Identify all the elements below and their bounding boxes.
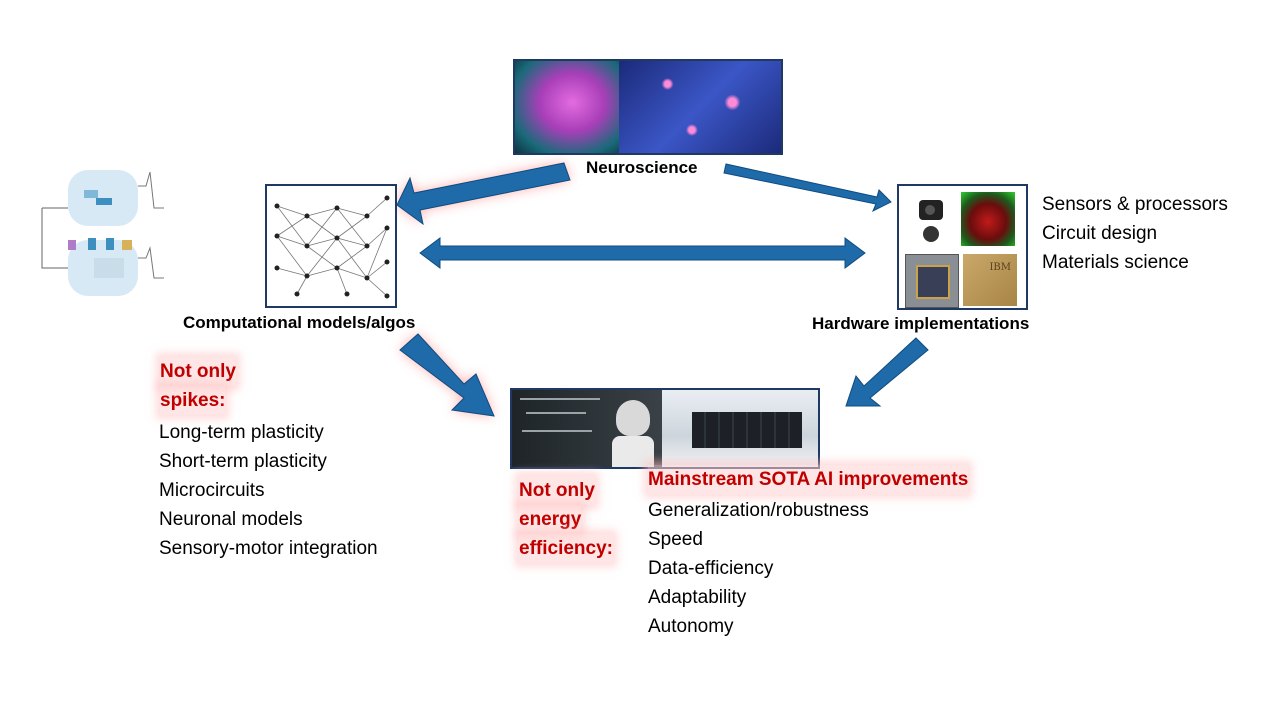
processor-chip-image	[905, 254, 959, 308]
ai-item: Speed	[648, 529, 703, 550]
algo-callout-list: Long-term plasticity Short-term plastici…	[159, 418, 378, 563]
algo-callout-heading: Not only spikes:	[160, 357, 236, 415]
ai-callout-heading: Not only energy efficiency:	[519, 476, 613, 563]
ai-item: Adaptability	[648, 587, 747, 608]
ibm-chip-image: IBM	[963, 254, 1017, 306]
network-graph	[274, 195, 390, 299]
neuroscience-image	[513, 59, 783, 155]
hardware-topics-list: Sensors & processors Circuit design Mate…	[1042, 190, 1228, 277]
hardware-topic: Circuit design	[1042, 223, 1158, 244]
arrow-neuro-to-computational	[396, 162, 571, 226]
arrow-hardware-to-ai	[845, 337, 929, 407]
neurons-image	[619, 61, 781, 153]
algo-item: Microcircuits	[159, 480, 265, 501]
arrow-computational-hardware	[419, 237, 866, 269]
network-graph-image	[265, 184, 397, 308]
ibm-chip-label: IBM	[989, 262, 1011, 273]
algo-item: Sensory-motor integration	[159, 538, 378, 559]
algo-item: Short-term plasticity	[159, 451, 327, 472]
ai-image	[510, 388, 820, 469]
brain-image	[515, 61, 619, 153]
ai-item: Generalization/robustness	[648, 500, 869, 521]
hardware-topic: Sensors & processors	[1042, 194, 1228, 215]
computational-label: Computational models/algos	[183, 313, 416, 332]
datacenter-image	[662, 390, 818, 467]
ai-heading-line: energy	[519, 505, 582, 534]
hardware-topic: Materials science	[1042, 252, 1189, 273]
algo-heading-line: Not only	[160, 357, 236, 386]
circuit-simulation-image	[961, 192, 1015, 246]
robot-chalkboard-image	[512, 390, 662, 467]
camera-sensor-image	[913, 196, 953, 246]
ai-item: Data-efficiency	[648, 558, 774, 579]
arrow-neuro-to-hardware	[723, 163, 892, 213]
ai-heading-line: efficiency:	[519, 534, 613, 563]
ai-callout-list: Generalization/robustness Speed Data-eff…	[648, 496, 869, 641]
ai-item: Autonomy	[648, 616, 734, 637]
algo-heading-line: spikes:	[160, 386, 226, 415]
neuroscience-label: Neuroscience	[586, 158, 698, 177]
algo-item: Neuronal models	[159, 509, 303, 530]
synapse-illustration	[38, 168, 166, 298]
hardware-image: IBM	[897, 184, 1028, 310]
algo-item: Long-term plasticity	[159, 422, 324, 443]
arrow-computational-to-ai	[399, 333, 495, 417]
hardware-label: Hardware implementations	[812, 314, 1030, 333]
ai-callout-title: Mainstream SOTA AI improvements	[648, 465, 969, 494]
ai-heading-line: Not only	[519, 476, 595, 505]
